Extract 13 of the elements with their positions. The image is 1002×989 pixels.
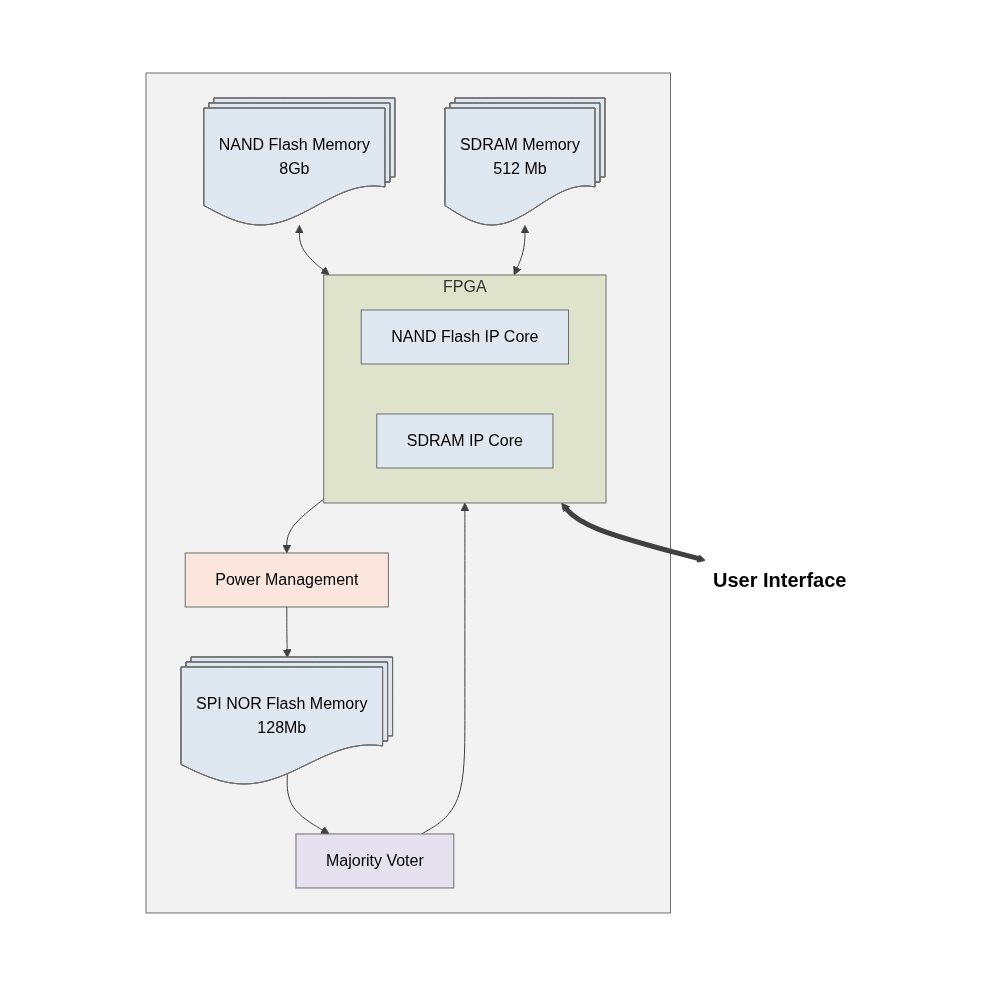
arrow <box>561 502 706 563</box>
node-box: SDRAM IP Core <box>376 413 554 468</box>
node-box: Majority Voter <box>295 832 455 888</box>
arrow <box>295 224 330 275</box>
node-box: NAND Flash IP Core <box>360 309 570 364</box>
arrow <box>286 773 330 834</box>
node-text: User Interface <box>713 568 847 591</box>
arrow <box>282 606 292 658</box>
arrow <box>513 224 530 275</box>
arrow <box>282 498 325 553</box>
node-box: Power Management <box>184 552 389 607</box>
cluster <box>145 72 672 913</box>
arrow <box>421 502 470 834</box>
